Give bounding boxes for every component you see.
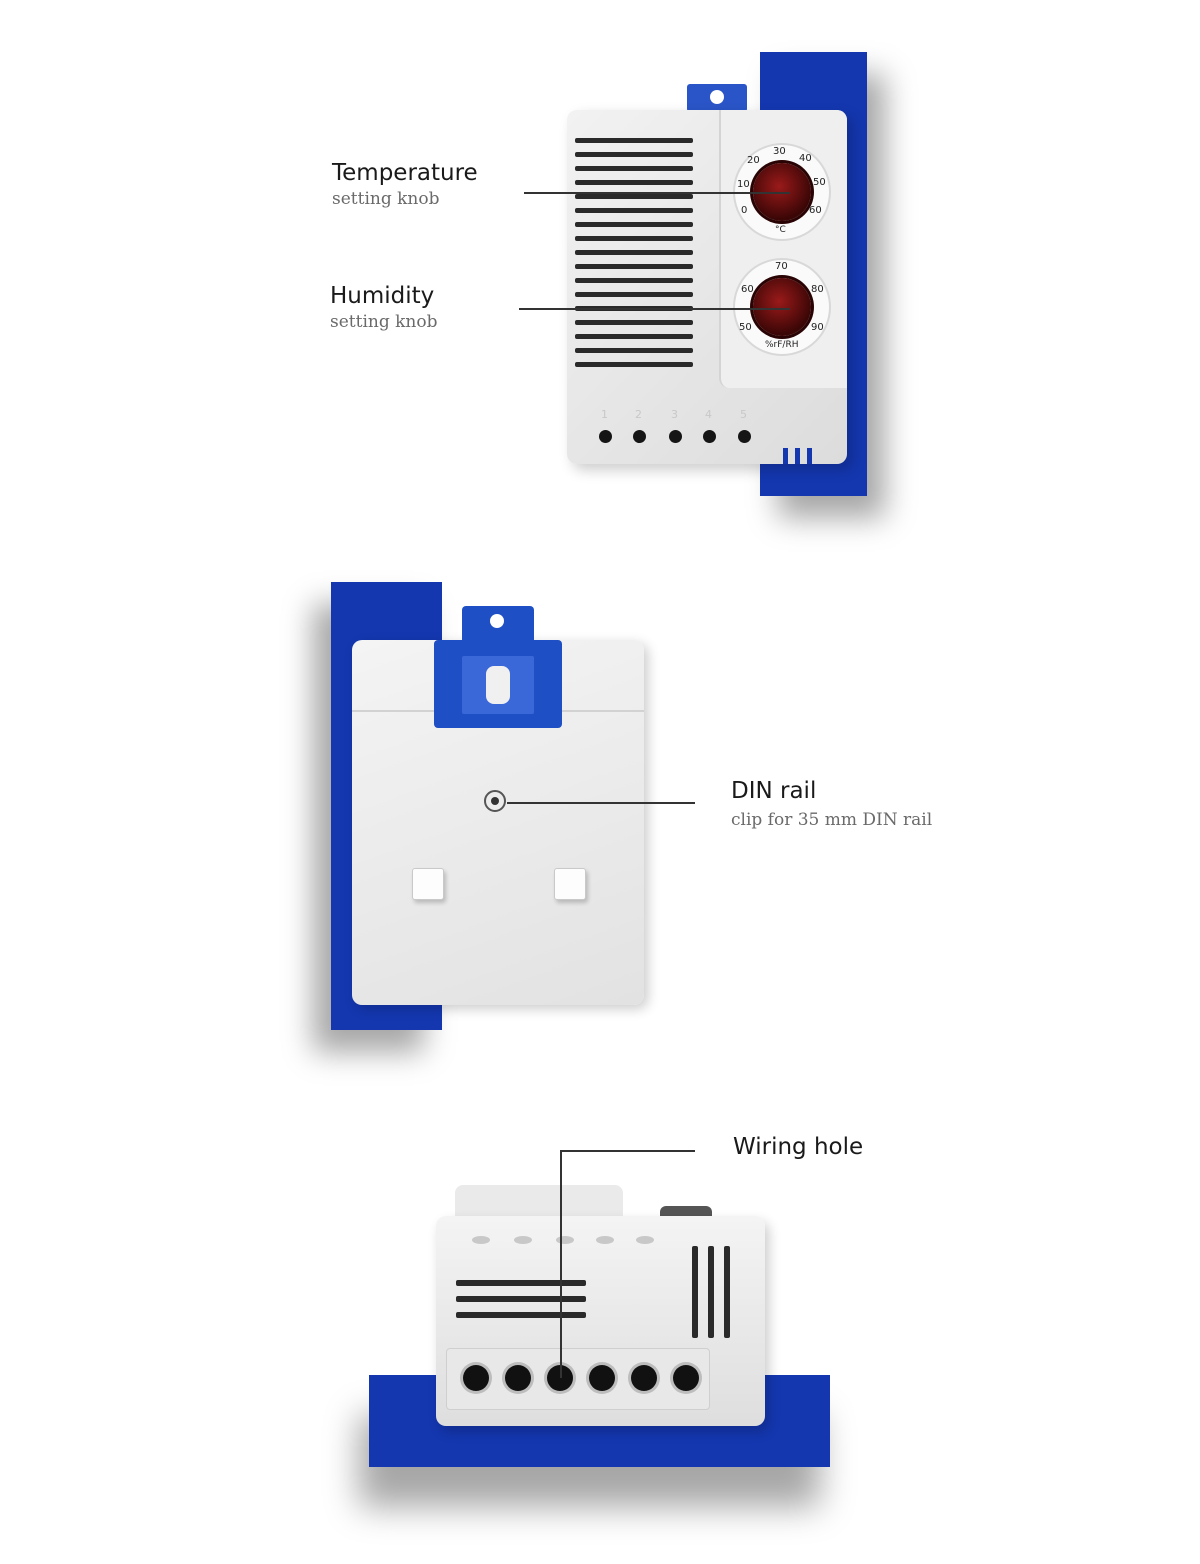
terminal-screw bbox=[599, 430, 612, 443]
wiring-hole bbox=[463, 1365, 489, 1391]
terminal-number: 1 bbox=[601, 408, 608, 421]
mounting-latch bbox=[554, 868, 586, 900]
dial-unit: °C bbox=[775, 225, 786, 235]
wiring-leader-horizontal bbox=[560, 1150, 695, 1152]
wiring-hole bbox=[631, 1365, 657, 1391]
terminal-number: 2 bbox=[635, 408, 642, 421]
terminal-number: 5 bbox=[740, 408, 747, 421]
mounting-latch bbox=[412, 868, 444, 900]
device-front-body: 0 10 20 30 40 50 60 °C 50 60 70 80 90 %r… bbox=[567, 110, 847, 464]
terminal-screw bbox=[738, 430, 751, 443]
din-clip-tab bbox=[462, 606, 534, 642]
temperature-leader-line bbox=[524, 192, 790, 194]
wiring-hole bbox=[673, 1365, 699, 1391]
dial-tick: 70 bbox=[775, 261, 788, 272]
humidity-leader-line bbox=[519, 308, 790, 310]
dial-tick: 40 bbox=[799, 153, 812, 164]
terminal-screw bbox=[669, 430, 682, 443]
din-rail-label-title: DIN rail bbox=[731, 778, 817, 804]
dial-tick: 60 bbox=[741, 284, 754, 295]
humidity-knob[interactable] bbox=[753, 278, 811, 336]
humidity-label-subtitle: setting knob bbox=[330, 312, 438, 332]
dial-tick: 90 bbox=[811, 322, 824, 333]
terminal-strip bbox=[446, 1348, 710, 1410]
device-back-body bbox=[352, 606, 644, 1005]
dial-tick: 30 bbox=[773, 146, 786, 157]
device-top-ridge bbox=[455, 1185, 623, 1221]
terminal-number: 3 bbox=[671, 408, 678, 421]
wiring-leader-vertical bbox=[560, 1150, 562, 1378]
wiring-hole bbox=[589, 1365, 615, 1391]
dial-tick: 20 bbox=[747, 155, 760, 166]
dial-tick: 80 bbox=[811, 284, 824, 295]
device-bottom-body bbox=[436, 1216, 765, 1426]
dial-unit: %rF/RH bbox=[765, 340, 799, 350]
dial-tick: 50 bbox=[739, 322, 752, 333]
temperature-label-title: Temperature bbox=[332, 160, 478, 186]
dial-tick: 60 bbox=[809, 205, 822, 216]
wiring-hole-label: Wiring hole bbox=[733, 1134, 864, 1160]
temperature-label-subtitle: setting knob bbox=[332, 189, 440, 209]
din-rail-target-dot bbox=[484, 790, 506, 812]
humidity-dial: 50 60 70 80 90 %rF/RH bbox=[735, 260, 829, 354]
humidity-label-title: Humidity bbox=[330, 283, 435, 309]
din-rail-label-subtitle: clip for 35 mm DIN rail bbox=[731, 810, 933, 830]
dial-tick: 0 bbox=[741, 205, 748, 216]
dial-tick: 50 bbox=[813, 177, 826, 188]
din-rail-clip[interactable] bbox=[434, 640, 562, 728]
terminal-screw bbox=[703, 430, 716, 443]
din-clip-top bbox=[687, 84, 747, 112]
wiring-hole bbox=[505, 1365, 531, 1391]
terminal-number: 4 bbox=[705, 408, 712, 421]
din-rail-leader-line bbox=[507, 802, 695, 804]
dial-tick: 10 bbox=[737, 179, 750, 190]
terminal-screw bbox=[633, 430, 646, 443]
